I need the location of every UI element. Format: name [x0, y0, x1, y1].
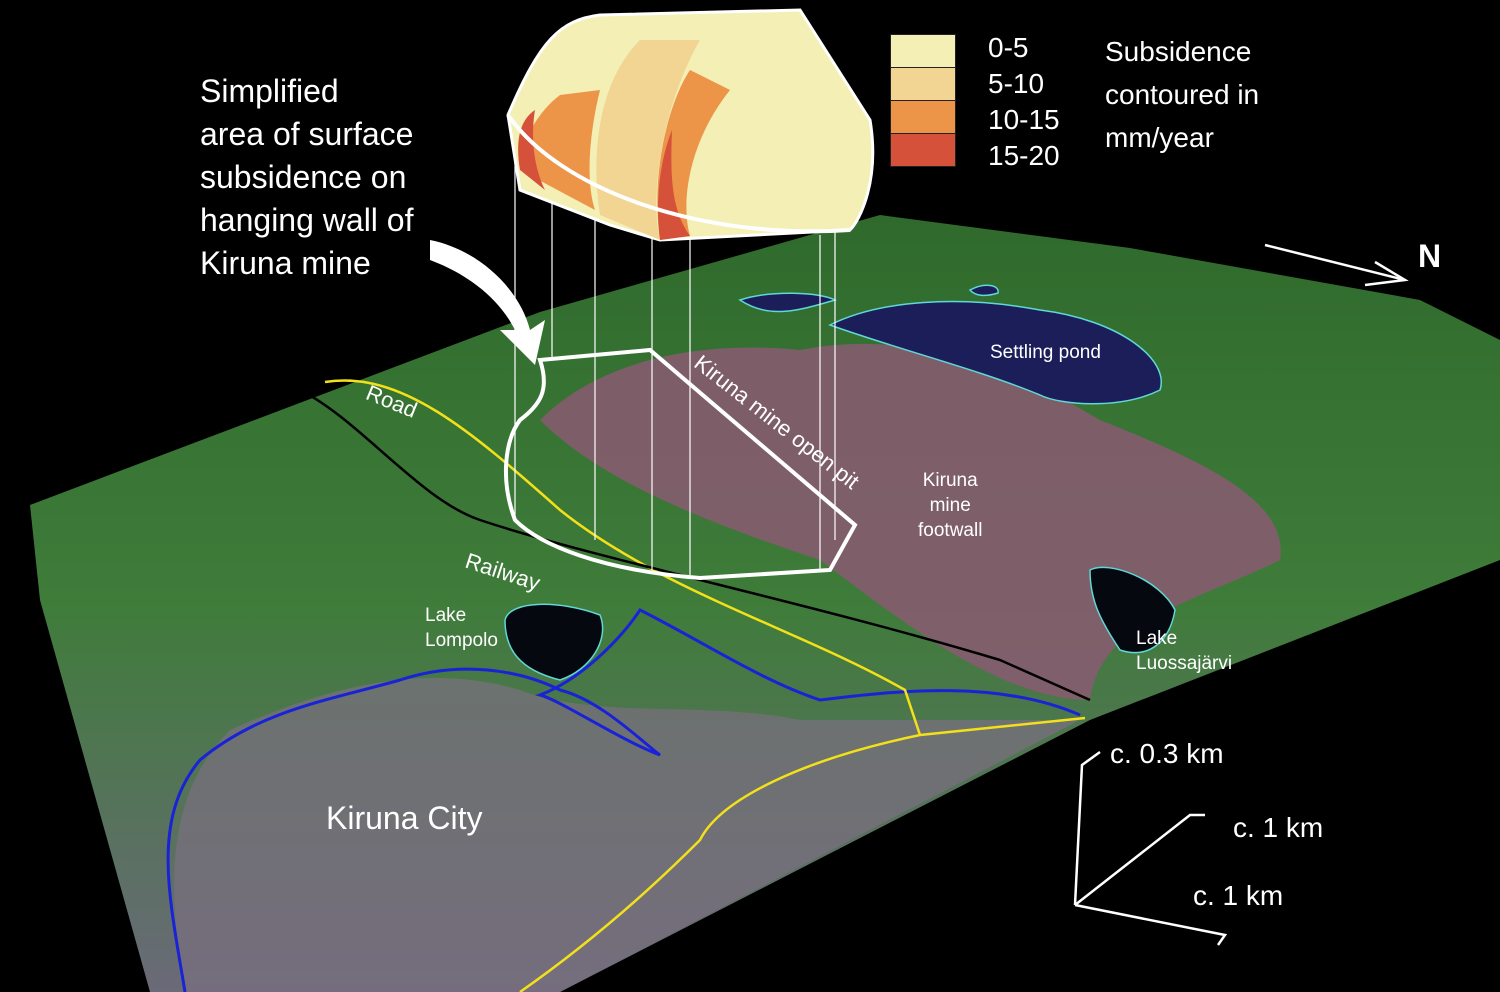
annotation-title: Simplified area of surface subsidence on…	[200, 70, 413, 285]
lake-luossajarvi	[1089, 566, 1176, 654]
scale-vertical-label: c. 0.3 km	[1110, 738, 1224, 769]
footwall-label: Kiruna mine footwall	[918, 468, 982, 543]
lake-luossajarvi-line: Luossajärvi	[1136, 653, 1233, 674]
mine-area	[540, 343, 1281, 700]
north-arrow-icon	[1264, 243, 1409, 287]
lake-luossajarvi-line: Lake	[1136, 628, 1178, 649]
footwall-line: mine	[929, 495, 971, 516]
legend-swatch-10-15	[890, 100, 956, 134]
legend-label: 5-10	[988, 68, 1045, 99]
city-boundary	[166, 608, 1081, 992]
legend-title-line: Subsidence	[1105, 36, 1252, 67]
scale-axis1-label: c. 1 km	[1233, 812, 1324, 843]
annotation-line: hanging wall of	[200, 202, 414, 238]
annotation-line: subsidence on	[200, 159, 407, 195]
lake-lompolo	[504, 603, 604, 681]
legend-swatch-0-5	[890, 34, 956, 68]
settling-pond	[828, 300, 1162, 405]
scale-axis2-label: c. 1 km	[1193, 880, 1284, 911]
city-label: Kiruna City	[326, 800, 483, 836]
settling-pond-label: Settling pond	[990, 342, 1101, 363]
annotation-line: Simplified	[200, 73, 339, 109]
road-line	[324, 379, 1086, 992]
annotation-line: Kiruna mine	[200, 245, 371, 281]
lake-lompolo-line: Lompolo	[425, 630, 498, 651]
footwall-line: footwall	[918, 520, 983, 541]
pointer-arrow	[430, 240, 545, 365]
legend-labels: 0-5 5-10 10-15 15-20	[988, 30, 1060, 174]
pond-small-2	[968, 284, 999, 297]
legend-title-line: mm/year	[1105, 122, 1214, 153]
legend-swatch-5-10	[890, 67, 956, 101]
lake-lompolo-label: Lake Lompolo	[425, 603, 498, 653]
city-area	[174, 677, 1080, 992]
legend-label: 15-20	[988, 140, 1060, 171]
lake-luossajarvi-label: Lake Luossajärvi	[1136, 626, 1232, 676]
subsidence-outline	[504, 347, 858, 581]
subsidence-inset	[506, 8, 875, 242]
scale-axes	[1073, 750, 1228, 946]
north-label: N	[1418, 238, 1442, 274]
lake-lompolo-line: Lake	[425, 605, 467, 626]
footwall-line: Kiruna	[922, 470, 978, 491]
legend-title-line: contoured in	[1105, 79, 1260, 110]
legend-label: 10-15	[988, 104, 1060, 135]
legend-title: Subsidence contoured in mm/year	[1105, 30, 1259, 159]
legend-label: 0-5	[988, 32, 1029, 63]
legend-swatch-15-20	[890, 133, 956, 167]
annotation-line: area of surface	[200, 116, 414, 152]
